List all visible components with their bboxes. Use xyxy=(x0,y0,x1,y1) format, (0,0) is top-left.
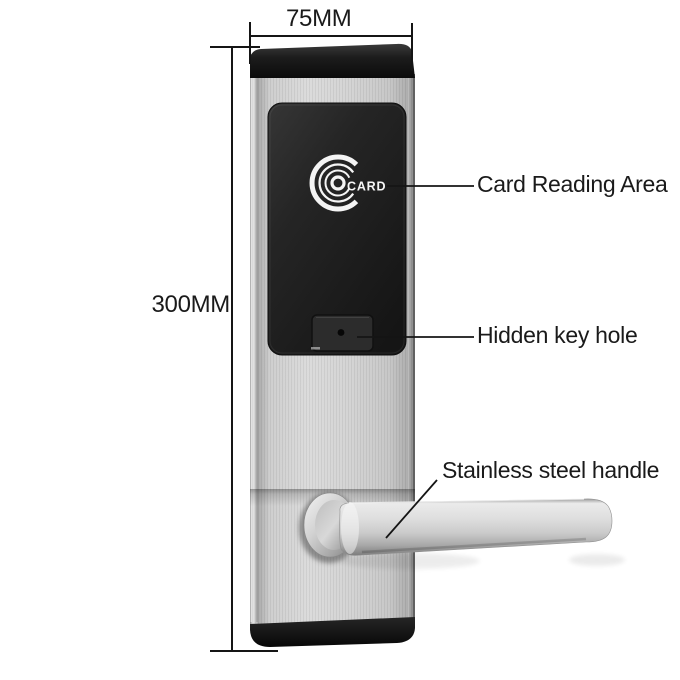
callout-label-hidden-key-hole: Hidden key hole xyxy=(477,322,638,348)
card-logo-icon xyxy=(309,154,359,212)
height-dimension-label: 300MM xyxy=(151,291,230,318)
stainless-steel-handle xyxy=(299,492,625,569)
card-reader-panel: CARD xyxy=(267,102,407,356)
height-dimension xyxy=(210,46,278,652)
hidden-key-hole xyxy=(311,314,374,352)
card-logo-text: CARD xyxy=(347,180,386,194)
lock-top-cap xyxy=(250,43,415,78)
lock-body: CARD xyxy=(250,43,625,647)
lock-bottom-cap xyxy=(250,617,415,647)
callout-label-stainless-steel-handle: Stainless steel handle xyxy=(442,457,660,483)
key-hole-dot xyxy=(337,329,345,336)
width-dimension xyxy=(249,22,413,71)
callout-line-stainless-steel-handle xyxy=(385,479,438,539)
width-dimension-label: 75MM xyxy=(286,5,352,32)
handle-lever xyxy=(339,498,613,556)
callout-label-card-reading-area: Card Reading Area xyxy=(477,171,668,197)
